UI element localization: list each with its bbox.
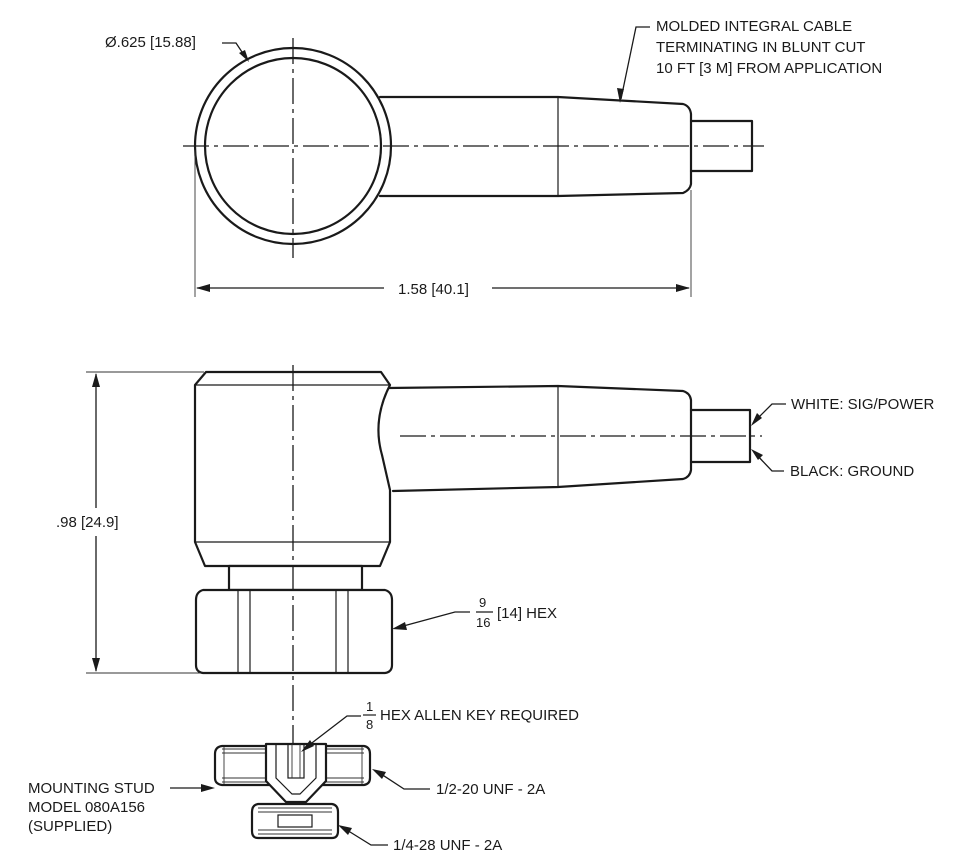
allen-arrow (301, 740, 314, 752)
length-arrow-left (196, 284, 210, 292)
stud-small-thread-hatch (258, 807, 332, 835)
hex-fraction-denominator: 16 (476, 615, 490, 630)
cable-arrow (617, 88, 624, 103)
stud-label-line-3: (SUPPLIED) (28, 818, 112, 835)
allen-leader (303, 715, 361, 750)
side-neck (227, 564, 364, 592)
top-view: 1.58 [40.1] Ø.625 [15.88] MOLDED INTEGRA… (105, 18, 882, 298)
height-label: .98 [24.9] (56, 514, 119, 531)
length-label: 1.58 [40.1] (398, 281, 469, 298)
height-arrow-bottom (92, 658, 100, 672)
hex-leader (395, 611, 470, 629)
hex-nut (194, 588, 394, 675)
cable-label-line-2: TERMINATING IN BLUNT CUT (656, 39, 865, 56)
stud-hex-socket (264, 742, 328, 804)
thread-large-arrow (372, 769, 386, 779)
cable-label-line-3: 10 FT [3 M] FROM APPLICATION (656, 60, 882, 77)
hex-label: [14] HEX (497, 605, 557, 622)
black-wire-leader (753, 451, 784, 472)
stud-socket-slot (287, 743, 305, 779)
white-wire-label: WHITE: SIG/POWER (791, 396, 935, 413)
stud-label-line-1: MOUNTING STUD (28, 780, 155, 797)
allen-fraction-numerator: 1 (366, 699, 373, 714)
cable-label-line-1: MOLDED INTEGRAL CABLE (656, 18, 852, 35)
side-cable-body (386, 384, 693, 493)
hex-fraction-numerator: 9 (479, 595, 486, 610)
height-arrow-top (92, 373, 100, 387)
hex-arrow (392, 622, 407, 630)
diameter-label: Ø.625 [15.88] (105, 34, 196, 51)
side-cable-end (689, 408, 752, 464)
thread-small-leader (341, 826, 388, 846)
thread-small-label: 1/4-28 UNF - 2A (393, 837, 502, 854)
length-arrow-right (676, 284, 690, 292)
allen-fraction-denominator: 8 (366, 717, 373, 732)
black-wire-arrow (751, 449, 763, 460)
mounting-stud-view: 1 8 HEX ALLEN KEY REQUIRED MOUNTING STUD… (28, 699, 579, 854)
stud-small-thread (250, 802, 340, 840)
thread-large-label: 1/2-20 UNF - 2A (436, 781, 545, 798)
stud-label-line-2: MODEL 080A156 (28, 799, 145, 816)
cable-leader (620, 26, 650, 100)
side-view: .98 [24.9] WHITE: SIG/POWER BLACK: GROUN… (56, 365, 935, 748)
stud-arrow (201, 784, 215, 792)
white-wire-arrow (751, 413, 762, 426)
stud-thread-hatch (222, 747, 364, 784)
black-wire-label: BLACK: GROUND (790, 463, 914, 480)
diameter-arrow (239, 50, 249, 62)
stud-socket-inner (275, 744, 317, 795)
thread-small-arrow (338, 825, 352, 835)
thread-large-leader (377, 771, 430, 790)
allen-label: HEX ALLEN KEY REQUIRED (380, 707, 579, 724)
top-cable-body (378, 95, 693, 198)
